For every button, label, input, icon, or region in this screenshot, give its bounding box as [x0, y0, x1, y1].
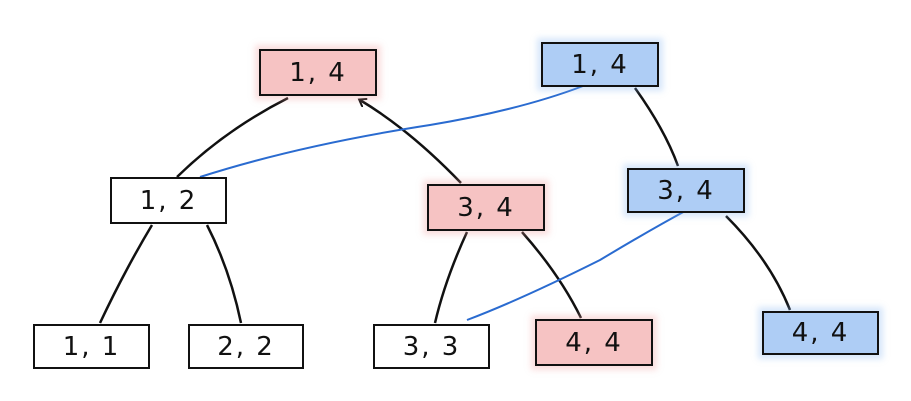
node-label: 3, 3	[402, 331, 461, 362]
blue-link-root-to-1-2	[199, 85, 584, 178]
edge-red-root-to-red-3-4	[360, 100, 462, 184]
node-label: 2, 2	[217, 331, 275, 362]
edge-blue-root-to-blue-3-4	[633, 87, 680, 167]
node-label: 1, 1	[62, 331, 121, 362]
tree-node-red-root: 1, 4	[259, 49, 377, 96]
node-label: 4, 4	[565, 327, 623, 358]
node-label: 3, 4	[657, 175, 715, 206]
tree-node-1-2: 1, 2	[110, 177, 227, 224]
tree-node-blue-root: 1, 4	[541, 42, 659, 87]
tree-node-red-4-4: 4, 4	[535, 319, 653, 366]
tree-node-2-2: 2, 2	[188, 324, 304, 369]
edge-1-2-to-2-2	[205, 224, 243, 324]
blue-link-3-4-to-3-3	[466, 209, 688, 321]
tree-node-red-3-4: 3, 4	[427, 184, 545, 231]
tree-node-blue-4-4: 4, 4	[762, 311, 879, 355]
edge-red-root-to-1-2	[176, 96, 289, 178]
edge-1-2-to-1-1	[98, 224, 154, 324]
node-label: 4, 4	[791, 318, 850, 348]
edge-red-3-4-to-3-3	[433, 231, 469, 324]
edge-red-3-4-to-red-4-4	[521, 231, 583, 319]
node-label: 3, 4	[457, 192, 515, 223]
node-label: 1, 4	[571, 49, 629, 80]
tree-node-blue-3-4: 3, 4	[627, 168, 745, 213]
node-label: 1, 2	[139, 185, 198, 216]
tree-node-3-3: 3, 3	[373, 324, 490, 369]
node-label: 1, 4	[289, 57, 347, 88]
tree-node-1-1: 1, 1	[33, 324, 150, 369]
edge-blue-3-4-to-blue-4-4	[725, 215, 792, 311]
